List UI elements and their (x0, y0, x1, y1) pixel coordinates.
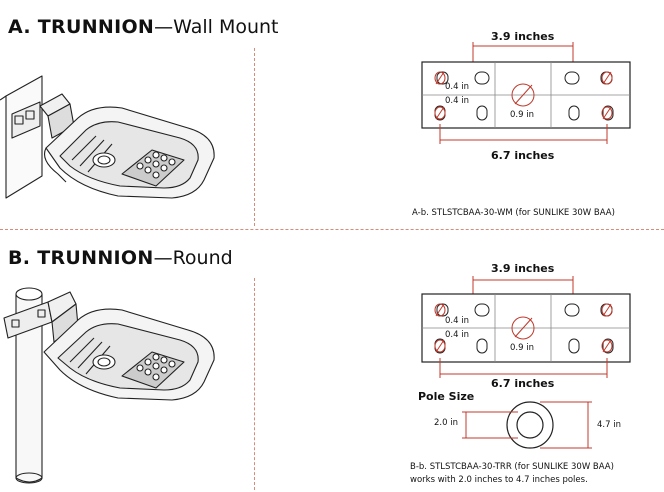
bracket-b-dim-top: 3.9 inches (491, 262, 555, 275)
wall-mount-light-illustration (0, 75, 215, 199)
bracket-b-dim-09: 0.9 in (510, 343, 534, 353)
section-a-title: A. TRUNNION—Wall Mount (8, 16, 279, 38)
bracket-b-dim-04-upper: 0.4 in (445, 316, 469, 326)
section-a-suffix: —Wall Mount (154, 16, 279, 38)
bracket-b-drawing (421, 276, 631, 378)
bracket-b-caption-line1: B-b. STLSTCBAA-30-TRR (for SUNLIKE 30W B… (410, 462, 614, 472)
section-b-prefix: B. TRUNNION (8, 247, 154, 269)
bracket-a-dim-bottom: 6.7 inches (491, 149, 555, 162)
section-a-divider (254, 48, 255, 226)
pole-size-diagram (462, 401, 592, 449)
pole-inner-diameter: 2.0 in (434, 418, 458, 428)
section-a-prefix: A. TRUNNION (8, 16, 155, 38)
section-b-suffix: —Round (153, 247, 233, 269)
section-b-divider (254, 278, 255, 490)
bracket-b-caption-line2: works with 2.0 inches to 4.7 inches pole… (410, 475, 588, 485)
pole-size-title: Pole Size (418, 390, 475, 403)
round-pole-light-illustration (3, 287, 215, 484)
bracket-a-drawing (421, 42, 631, 144)
section-b-title: B. TRUNNION—Round (8, 247, 233, 269)
bracket-a-dim-04-lower: 0.4 in (445, 96, 469, 106)
bracket-a-dim-09: 0.9 in (510, 110, 534, 120)
bracket-a-caption: A-b. STLSTCBAA-30-WM (for SUNLIKE 30W BA… (412, 208, 615, 218)
pole-outer-diameter: 4.7 in (597, 420, 621, 430)
section-separator (0, 229, 664, 230)
bracket-b-dim-04-lower: 0.4 in (445, 330, 469, 340)
bracket-a-dim-top: 3.9 inches (491, 30, 555, 43)
bracket-a-dim-04-upper: 0.4 in (445, 82, 469, 92)
bracket-b-dim-bottom: 6.7 inches (491, 377, 555, 390)
